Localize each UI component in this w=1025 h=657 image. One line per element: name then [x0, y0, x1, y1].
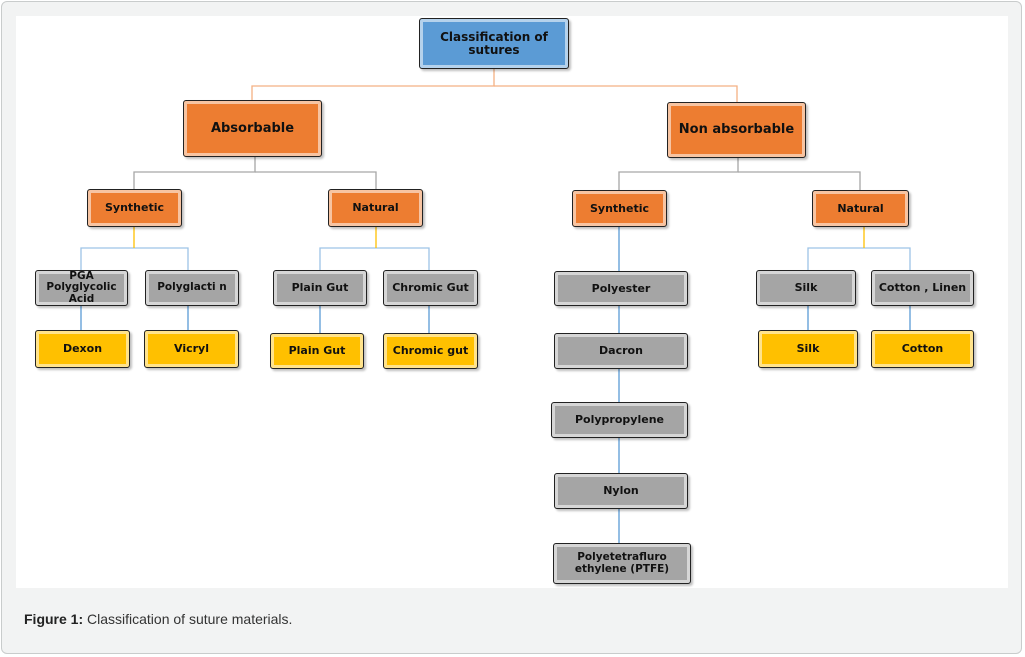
connector-non-absorbable-natural: [738, 171, 861, 190]
figure-caption: Figure 1: Classification of suture mater…: [24, 611, 292, 627]
caption-label: Figure 1:: [24, 611, 84, 627]
node-polyester: Polyester: [554, 271, 688, 306]
node-plain-gut: Plain Gut: [273, 270, 367, 306]
node-absorbable-synthetic: Synthetic: [87, 189, 182, 227]
connector-root-non-absorbable: [494, 85, 738, 102]
root-to-category-lines: [251, 69, 738, 102]
subtype-stems: [133, 227, 865, 248]
node-vicryl: Vicryl: [144, 330, 239, 368]
node-chromic-gut-brand: Chromic gut: [383, 333, 478, 369]
node-non-absorbable-natural: Natural: [812, 190, 909, 227]
material-to-brand-lines: [80, 227, 911, 543]
node-non-absorbable-synthetic: Synthetic: [572, 190, 667, 227]
connector-non-natural: [807, 247, 911, 270]
node-ptfe: Polyetetrafluro ethylene (PTFE): [553, 543, 691, 584]
node-polyglactin: Polyglacti n: [145, 270, 239, 306]
connector-absorbable-natural: [255, 171, 377, 189]
node-absorbable: Absorbable: [183, 100, 322, 157]
node-cotton-brand: Cotton: [871, 330, 974, 368]
node-cotton-linen: Cotton , Linen: [871, 270, 974, 306]
node-silk: Silk: [756, 270, 856, 306]
connector-root-absorbable: [251, 69, 495, 100]
node-classification-of-sutures: Classification of sutures: [419, 18, 569, 69]
category-to-subtype-lines: [133, 157, 861, 190]
node-silk-brand: Silk: [758, 330, 858, 368]
node-chromic-gut: Chromic Gut: [383, 270, 478, 306]
node-non-absorbable: Non absorbable: [667, 102, 806, 158]
node-dexon: Dexon: [35, 330, 130, 368]
subtype-to-material-lines: [80, 247, 911, 270]
node-absorbable-natural: Natural: [328, 189, 423, 227]
node-nylon: Nylon: [554, 473, 688, 509]
node-polypropylene: Polypropylene: [551, 402, 688, 438]
node-dacron: Dacron: [554, 333, 688, 369]
caption-text: Classification of suture materials.: [87, 611, 293, 627]
node-plain-gut-brand: Plain Gut: [270, 333, 364, 369]
connector-abs-synthetic-pga: [80, 247, 189, 270]
node-pga-polyglycolic-acid: PGA Polyglycolic Acid: [35, 270, 128, 306]
connector-non-absorbable: [618, 158, 739, 190]
connector-abs-natural: [319, 247, 430, 270]
connector-absorbable: [133, 157, 256, 189]
